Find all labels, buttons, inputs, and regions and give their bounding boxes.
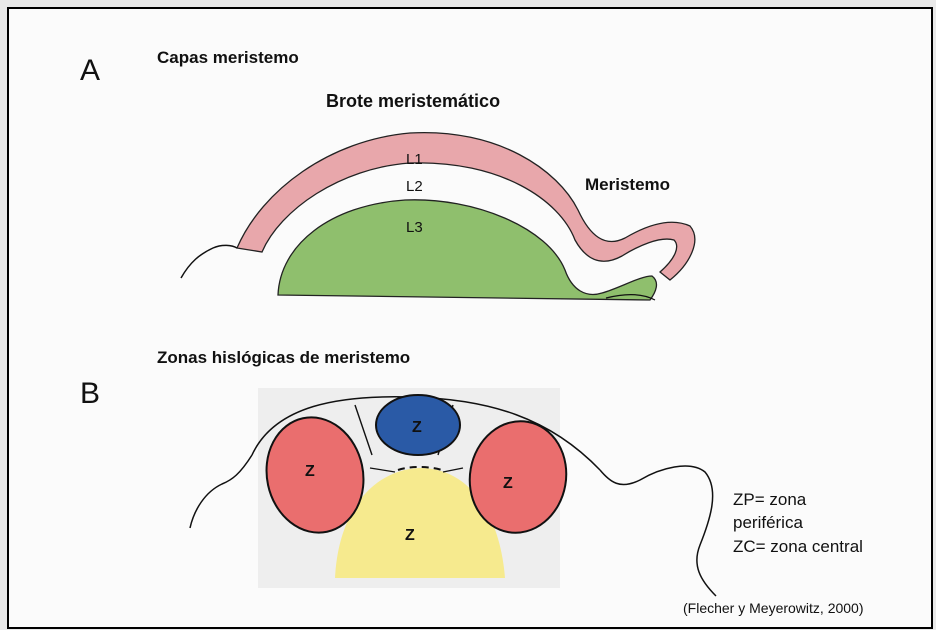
zone-label-central: Z [412,419,422,436]
panel-a-letter: A [80,54,100,87]
panel-b-title: Zonas hislógicas de meristemo [157,348,410,367]
legend-line-2: periférica [733,513,803,532]
legend-line-3: ZC= zona central [733,537,863,556]
meristem-label: Meristemo [585,175,670,194]
label-l1: L1 [406,151,423,168]
zone-label-bottom: Z [405,527,415,544]
label-l2: L2 [406,178,423,195]
label-l3: L3 [406,219,423,236]
panel-a-title: Capas meristemo [157,48,299,67]
zone-label-left: Z [305,463,315,480]
citation: (Flecher y Meyerowitz, 2000) [683,600,864,616]
zone-label-right: Z [503,475,513,492]
legend-line-1: ZP= zona [733,490,807,509]
panel-b-letter: B [80,377,100,410]
panel-a-subtitle: Brote meristemático [326,91,500,111]
